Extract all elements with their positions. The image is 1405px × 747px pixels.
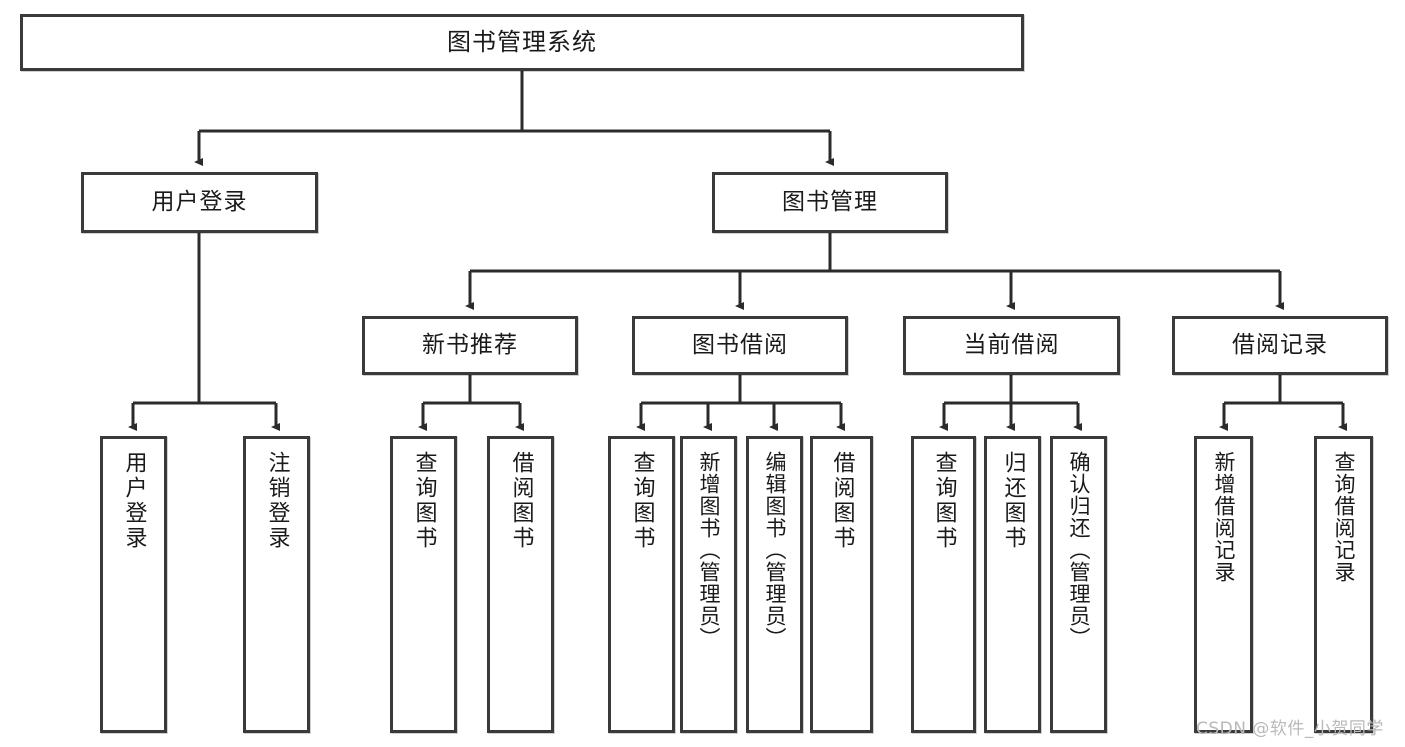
node-label: 新书推荐: [422, 331, 518, 358]
leaf-edit-book-admin[interactable]: 编辑图书（管理员）: [746, 436, 803, 733]
node-label: 查询图书: [411, 451, 437, 551]
node-label: 借阅图书: [829, 451, 855, 551]
leaf-query-borrow-record[interactable]: 查询借阅记录: [1314, 436, 1373, 733]
node-borrow-records[interactable]: 借阅记录: [1172, 316, 1388, 375]
node-new-book-recommend[interactable]: 新书推荐: [362, 316, 578, 375]
node-label: 图书管理系统: [447, 28, 597, 57]
leaf-confirm-return-admin[interactable]: 确认归还（管理员）: [1050, 436, 1107, 733]
node-label: 编辑图书（管理员）: [763, 451, 787, 649]
node-label: 用户登录: [151, 188, 248, 215]
node-root-system[interactable]: 图书管理系统: [20, 14, 1024, 71]
leaf-logout[interactable]: 注销登录: [243, 436, 310, 733]
node-user-login[interactable]: 用户登录: [81, 172, 318, 233]
node-label: 图书借阅: [692, 331, 788, 358]
node-book-borrow[interactable]: 图书借阅: [632, 316, 848, 375]
leaf-user-login[interactable]: 用户登录: [100, 436, 167, 733]
leaf-borrow-book-recommend[interactable]: 借阅图书: [487, 436, 554, 733]
node-label: 查询图书: [629, 451, 655, 551]
node-label: 注销登录: [264, 451, 290, 551]
node-label: 借阅图书: [508, 451, 534, 551]
leaf-add-book-admin[interactable]: 新增图书（管理员）: [680, 436, 737, 733]
node-label: 归还图书: [1000, 451, 1026, 551]
node-book-management[interactable]: 图书管理: [712, 172, 948, 233]
node-label: 当前借阅: [963, 331, 1060, 358]
node-label: 用户登录: [121, 451, 147, 551]
leaf-query-book-current[interactable]: 查询图书: [911, 436, 976, 733]
leaf-return-book[interactable]: 归还图书: [984, 436, 1041, 733]
node-current-borrow[interactable]: 当前借阅: [903, 316, 1120, 375]
node-label: 新增图书（管理员）: [697, 451, 721, 649]
leaf-add-borrow-record[interactable]: 新增借阅记录: [1194, 436, 1253, 733]
leaf-query-book-borrow[interactable]: 查询图书: [608, 436, 675, 733]
leaf-query-book-recommend[interactable]: 查询图书: [390, 436, 457, 733]
node-label: 新增借阅记录: [1212, 451, 1236, 583]
node-label: 图书管理: [782, 188, 878, 215]
node-label: 查询图书: [931, 451, 957, 551]
node-label: 确认归还（管理员）: [1067, 451, 1091, 649]
node-label: 查询借阅记录: [1332, 451, 1356, 583]
leaf-borrow-book[interactable]: 借阅图书: [810, 436, 873, 733]
node-label: 借阅记录: [1232, 331, 1328, 358]
